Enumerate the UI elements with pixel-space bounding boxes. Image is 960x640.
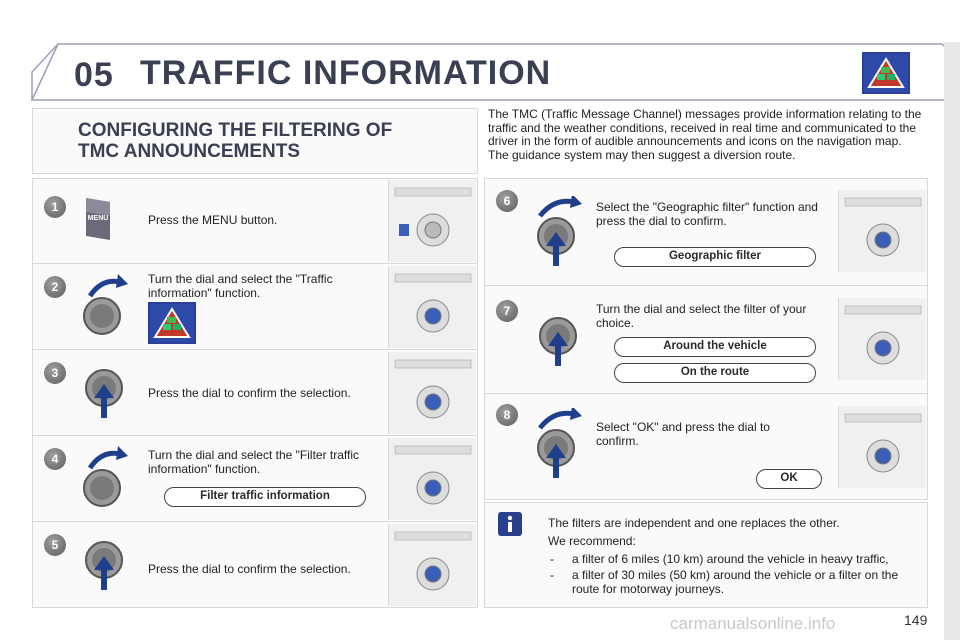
filter-traffic-information-option[interactable]: Filter traffic information xyxy=(164,487,366,507)
step-number: 1 xyxy=(44,196,66,218)
info-line-1: The filters are independent and one repl… xyxy=(548,516,840,530)
step-6: 6 Select the "Geographic filter" functio… xyxy=(484,178,928,286)
chapter-number: 05 xyxy=(74,56,114,94)
around-the-vehicle-option[interactable]: Around the vehicle xyxy=(614,337,816,357)
ok-option[interactable]: OK xyxy=(756,469,822,489)
step-number: 2 xyxy=(44,276,66,298)
svg-text:MENU: MENU xyxy=(88,215,109,222)
traffic-info-icon xyxy=(862,52,910,94)
step-number: 5 xyxy=(44,534,66,556)
info-bullet-2: a filter of 30 miles (50 km) around the … xyxy=(572,568,899,596)
step-4: 4 Turn the dial and select the "Filter t… xyxy=(32,436,478,522)
step-instruction: Select "OK" and press the dial to confir… xyxy=(596,420,770,448)
section-subtitle: CONFIGURING THE FILTERING OF TMC ANNOUNC… xyxy=(78,120,393,162)
menu-button-icon: MENU xyxy=(86,198,110,240)
console-panel-image xyxy=(388,524,476,606)
info-dash-2: - xyxy=(550,568,554,582)
step-7: 7 Turn the dial and select the filter of… xyxy=(484,286,928,394)
console-panel-image xyxy=(838,190,926,272)
info-icon xyxy=(498,512,522,536)
right-side-band xyxy=(944,42,960,640)
on-the-route-option[interactable]: On the route xyxy=(614,363,816,383)
console-panel-image xyxy=(388,180,476,262)
rotate-press-dial-icon xyxy=(537,196,582,266)
step-number: 7 xyxy=(496,300,518,322)
step-instruction: Press the dial to confirm the selection. xyxy=(148,562,351,576)
step-3: 3 Press the dial to confirm the selectio… xyxy=(32,350,478,436)
step-instruction: Turn the dial and select the filter of y… xyxy=(596,302,807,330)
console-panel-image xyxy=(388,438,476,520)
step-instruction: Turn the dial and select the "Traffic in… xyxy=(148,272,333,300)
console-panel-image xyxy=(388,266,476,348)
step-number: 4 xyxy=(44,448,66,470)
console-panel-image xyxy=(838,406,926,488)
step-instruction: Press the dial to confirm the selection. xyxy=(148,386,351,400)
step-number: 6 xyxy=(496,190,518,212)
traffic-info-icon xyxy=(148,302,196,344)
page-title: TRAFFIC INFORMATION xyxy=(140,54,552,92)
console-panel-image xyxy=(838,298,926,380)
geographic-filter-option[interactable]: Geographic filter xyxy=(614,247,816,267)
intro-paragraph: The TMC (Traffic Message Channel) messag… xyxy=(488,107,922,148)
step-number: 3 xyxy=(44,362,66,384)
info-box xyxy=(484,502,928,608)
press-dial-icon xyxy=(85,541,123,590)
step-instruction: Press the MENU button. xyxy=(148,213,278,227)
press-dial-icon xyxy=(85,369,123,418)
step-1: 1 MENU Press the MENU button. xyxy=(32,178,478,264)
rotate-dial-icon xyxy=(83,446,128,507)
info-dash-1: - xyxy=(550,552,554,566)
step-instruction: Select the "Geographic filter" function … xyxy=(596,200,818,228)
step-number: 8 xyxy=(496,404,518,426)
console-panel-image xyxy=(388,352,476,434)
step-8: 8 Select "OK" and press the dial to conf… xyxy=(484,394,928,500)
step-2: 2 Turn the dial and select the "Traffic … xyxy=(32,264,478,350)
intro-paragraph-2: The guidance system may then suggest a d… xyxy=(488,147,796,162)
step-5: 5 Press the dial to confirm the selectio… xyxy=(32,522,478,608)
info-line-2: We recommend: xyxy=(548,534,636,548)
page-number: 149 xyxy=(904,612,928,628)
watermark: carmanualsonline.info xyxy=(670,614,836,633)
rotate-dial-icon xyxy=(83,274,128,335)
press-dial-icon xyxy=(539,317,577,366)
page-header: 05 TRAFFIC INFORMATION xyxy=(30,42,958,102)
subtitle-box xyxy=(32,108,478,174)
rotate-press-dial-icon xyxy=(537,408,582,478)
intro-text: The TMC (Traffic Message Channel) messag… xyxy=(488,107,928,162)
step-instruction: Turn the dial and select the "Filter tra… xyxy=(148,448,360,476)
info-bullet-1: a filter of 6 miles (10 km) around the v… xyxy=(572,552,889,566)
